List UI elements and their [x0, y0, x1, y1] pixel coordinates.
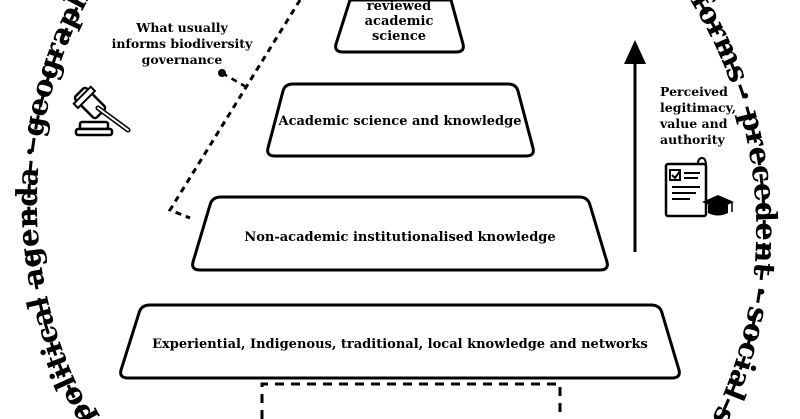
arrow-note-line2: legitimacy, [660, 100, 736, 115]
bottom-dashed-box [260, 382, 562, 419]
tier-non-academic-label: Non-academic institutionalised knowledge [244, 230, 555, 245]
arrow-note-line1: Perceived [660, 84, 728, 99]
governance-bracket [167, 0, 302, 220]
arrow-note-line3: value and [659, 116, 728, 131]
ring-text-left: political agenda · geographies · [0, 0, 101, 419]
pyramid-tier-top [334, 0, 465, 54]
governance-note-line2: informs biodiversity [112, 36, 253, 51]
document-graduation-cap-icon [664, 156, 734, 218]
tier-top-line2: academic [365, 14, 434, 29]
arrow-note-line4: authority [660, 132, 725, 147]
pyramid-tier-non-academic [191, 195, 609, 272]
tier-academic-label: Academic science and knowledge [277, 114, 521, 129]
tier-top-line1: reviewed [367, 0, 431, 14]
legitimacy-arrowhead [624, 40, 646, 64]
tier-experiential-label: Experiential, Indigenous, traditional, l… [152, 337, 648, 352]
governance-note-line1: What usually [135, 20, 228, 35]
note-leader-dot [218, 69, 226, 77]
pyramid-tier-experiential [119, 303, 681, 380]
ring-dash-left [27, 1, 87, 419]
governance-note-line3: governance [142, 52, 223, 67]
ring-dash-right [698, 1, 766, 419]
pyramid-tier-academic [266, 82, 535, 158]
tier-top-line3: science [372, 29, 426, 44]
note-leader-line [221, 71, 249, 90]
gavel-icon [72, 85, 131, 137]
